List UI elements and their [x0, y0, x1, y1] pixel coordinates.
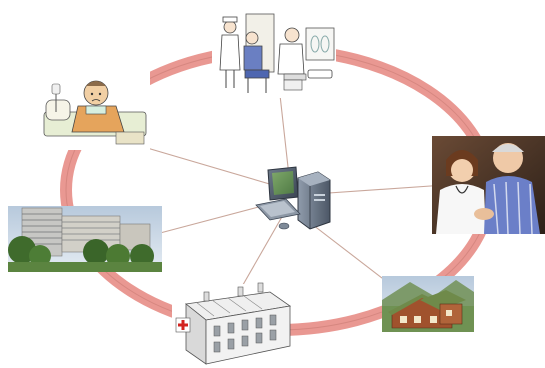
sick-patient-icon [42, 70, 150, 150]
caregiver-photo-icon [432, 136, 545, 235]
home-photo-icon [382, 276, 474, 332]
clinic-building-icon [172, 282, 292, 368]
hospital-photo-icon [8, 206, 162, 272]
clinic-examination-icon [212, 12, 336, 98]
desktop-computer-icon [255, 166, 331, 230]
spoke-clinic-building [239, 214, 284, 291]
